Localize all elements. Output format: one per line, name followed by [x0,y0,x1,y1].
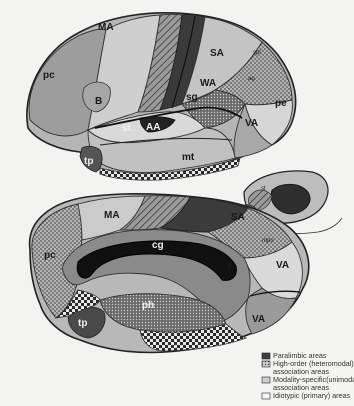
medial-hemisphere: MA pc cg SA mpo VA VA ph tp p [30,194,309,353]
label-medial-va-lower: VA [252,314,265,325]
legend-swatch-primary [262,393,270,399]
label-insula-st: st [261,186,266,192]
label-lateral-st: st [122,123,132,134]
label-medial-sa: SA [231,212,245,223]
label-lateral-ag: ag [248,76,255,82]
label-medial-ma: MA [104,210,120,221]
label-lateral-sa: SA [210,48,224,59]
legend-swatch-unimodal [262,377,270,383]
legend: Paralimbic areas High-order (heteromodal… [262,351,354,400]
label-lateral-pc: pc [43,70,55,81]
label-medial-ph: ph [142,300,154,311]
legend-text-6: Idiotypic (primary) areas [273,391,350,400]
label-lateral-va: VA [245,118,258,129]
label-medial-va: VA [276,260,289,271]
legend-swatch-paralimbic [262,353,270,359]
label-lateral-b: B [95,96,102,107]
label-lateral-ma: MA [98,22,114,33]
label-lateral-tp: tp [84,156,93,167]
label-medial-cg: cg [152,240,164,251]
label-lateral-mt: mt [182,152,195,163]
legend-swatch-heteromodal [262,361,270,367]
label-medial-tp: tp [78,318,87,329]
label-lateral-pe: pe [275,98,287,109]
label-medial-mpo: mpo [262,238,274,244]
label-medial-pc: pc [44,250,56,261]
label-lateral-sg: sg [186,92,198,103]
label-lateral-spl: spl [253,50,261,56]
lateral-hemisphere: MA pc B SA spl WA ag sg st AA VA pe mt t… [27,13,296,180]
label-lateral-aa: AA [146,122,160,133]
label-lateral-wa: WA [200,78,216,89]
